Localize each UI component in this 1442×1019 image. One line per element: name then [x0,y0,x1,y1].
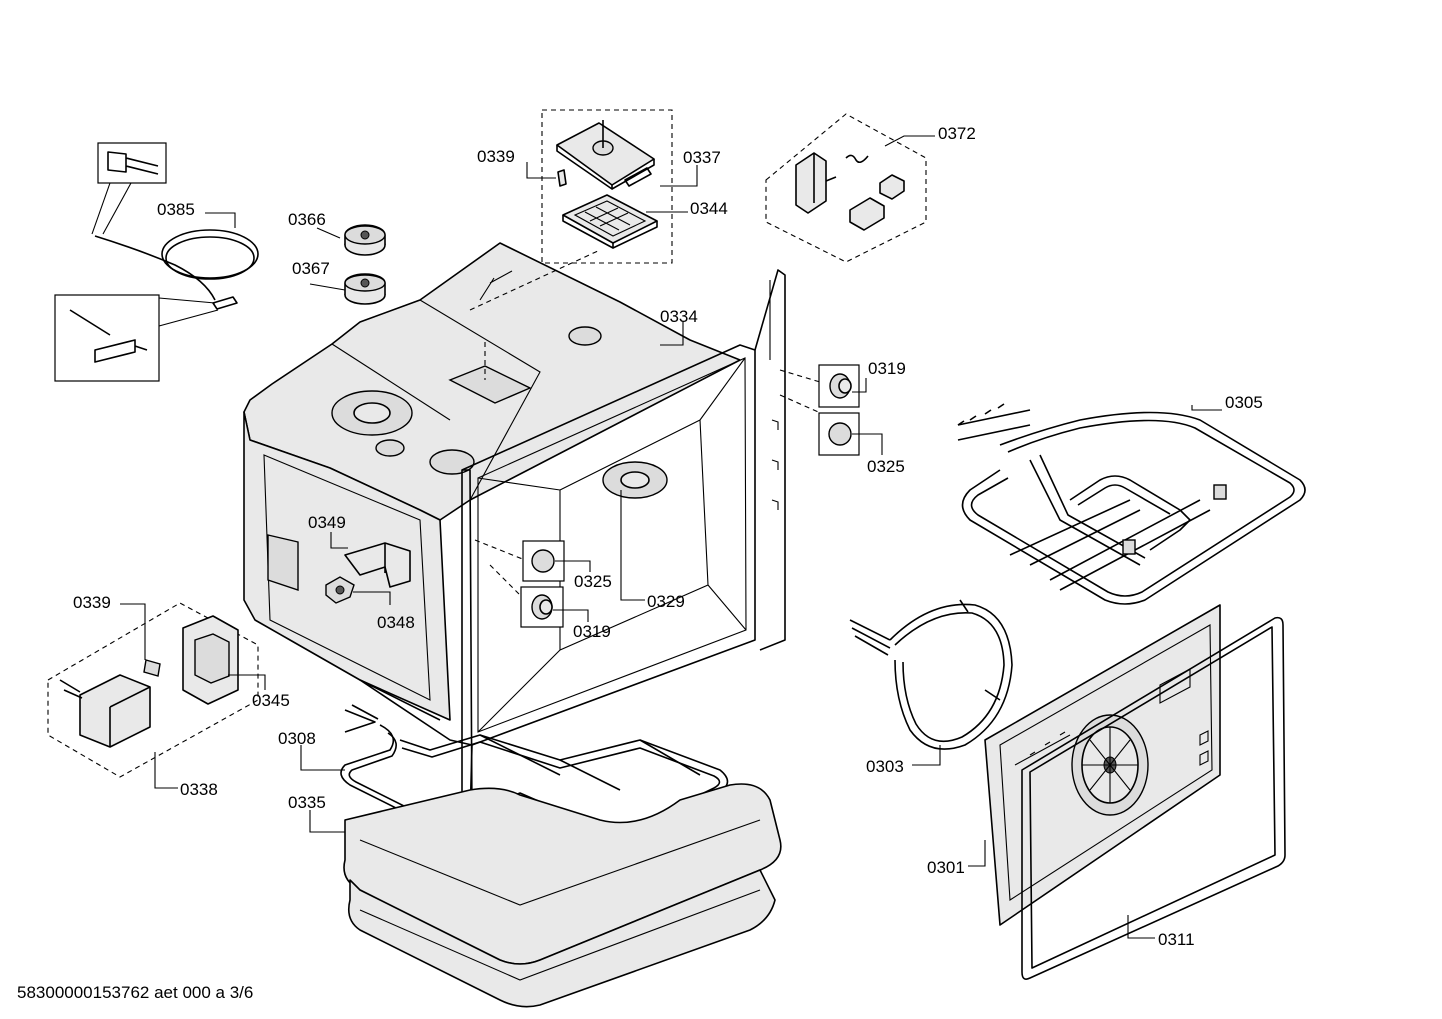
label-0339-top: 0339 [477,147,515,166]
label-0366: 0366 [288,210,326,229]
part-0337-lamp-holder [556,120,655,190]
part-0301-back-panel [984,604,1221,926]
part-0319-lamp-socket-right [818,364,860,408]
part-0367-knob [344,273,386,305]
part-0311-door-seal [1021,616,1286,980]
part-0344-lamp-cover [562,194,658,249]
label-0329: 0329 [647,592,685,611]
label-0319-right: 0319 [868,359,906,378]
label-0344: 0344 [690,199,728,218]
label-0303: 0303 [866,757,904,776]
part-0372-door-switch-set [795,152,905,231]
document-reference: 58300000153762 aet 000 a 3/6 [17,983,253,1002]
label-0339-left: 0339 [73,593,111,612]
group-box-lamp-assembly [541,109,673,264]
label-0305: 0305 [1225,393,1263,412]
label-0345: 0345 [252,691,290,710]
part-0335-insulation [343,783,782,1008]
part-0345-lamp-cover-side [182,615,239,705]
part-0303-ring-heater [849,599,1013,750]
part-0348-fan-motor-clip [325,576,355,604]
part-0385-meat-probe-cable [54,142,259,382]
part-0305-grill-heater [957,403,1306,605]
part-0325-lamp-glass-right [818,412,860,456]
part-0338-thermostat [59,674,151,748]
label-0348: 0348 [377,613,415,632]
label-0337: 0337 [683,148,721,167]
label-0308: 0308 [278,729,316,748]
label-0325-cavity: 0325 [574,572,612,591]
label-0301: 0301 [927,858,965,877]
label-0311: 0311 [1158,930,1195,949]
label-0325-right: 0325 [867,457,905,476]
label-0367: 0367 [292,259,330,278]
part-0325-lamp-glass-cavity [522,540,565,582]
group-box-door-switch [765,113,927,263]
part-0319-lamp-socket-cavity [520,586,564,628]
label-0385: 0385 [157,200,195,219]
part-0339-bulb-top [557,169,567,187]
label-0338: 0338 [180,780,218,799]
part-0334-oven-cavity [243,242,786,821]
label-0335: 0335 [288,793,326,812]
part-0349-bracket [344,542,411,588]
part-0366-knob [344,224,386,256]
label-0372: 0372 [938,124,976,143]
part-0339-bulb-left [143,659,161,677]
label-0319-cavity: 0319 [573,622,611,641]
label-0334: 0334 [660,307,698,326]
label-0349: 0349 [308,513,346,532]
